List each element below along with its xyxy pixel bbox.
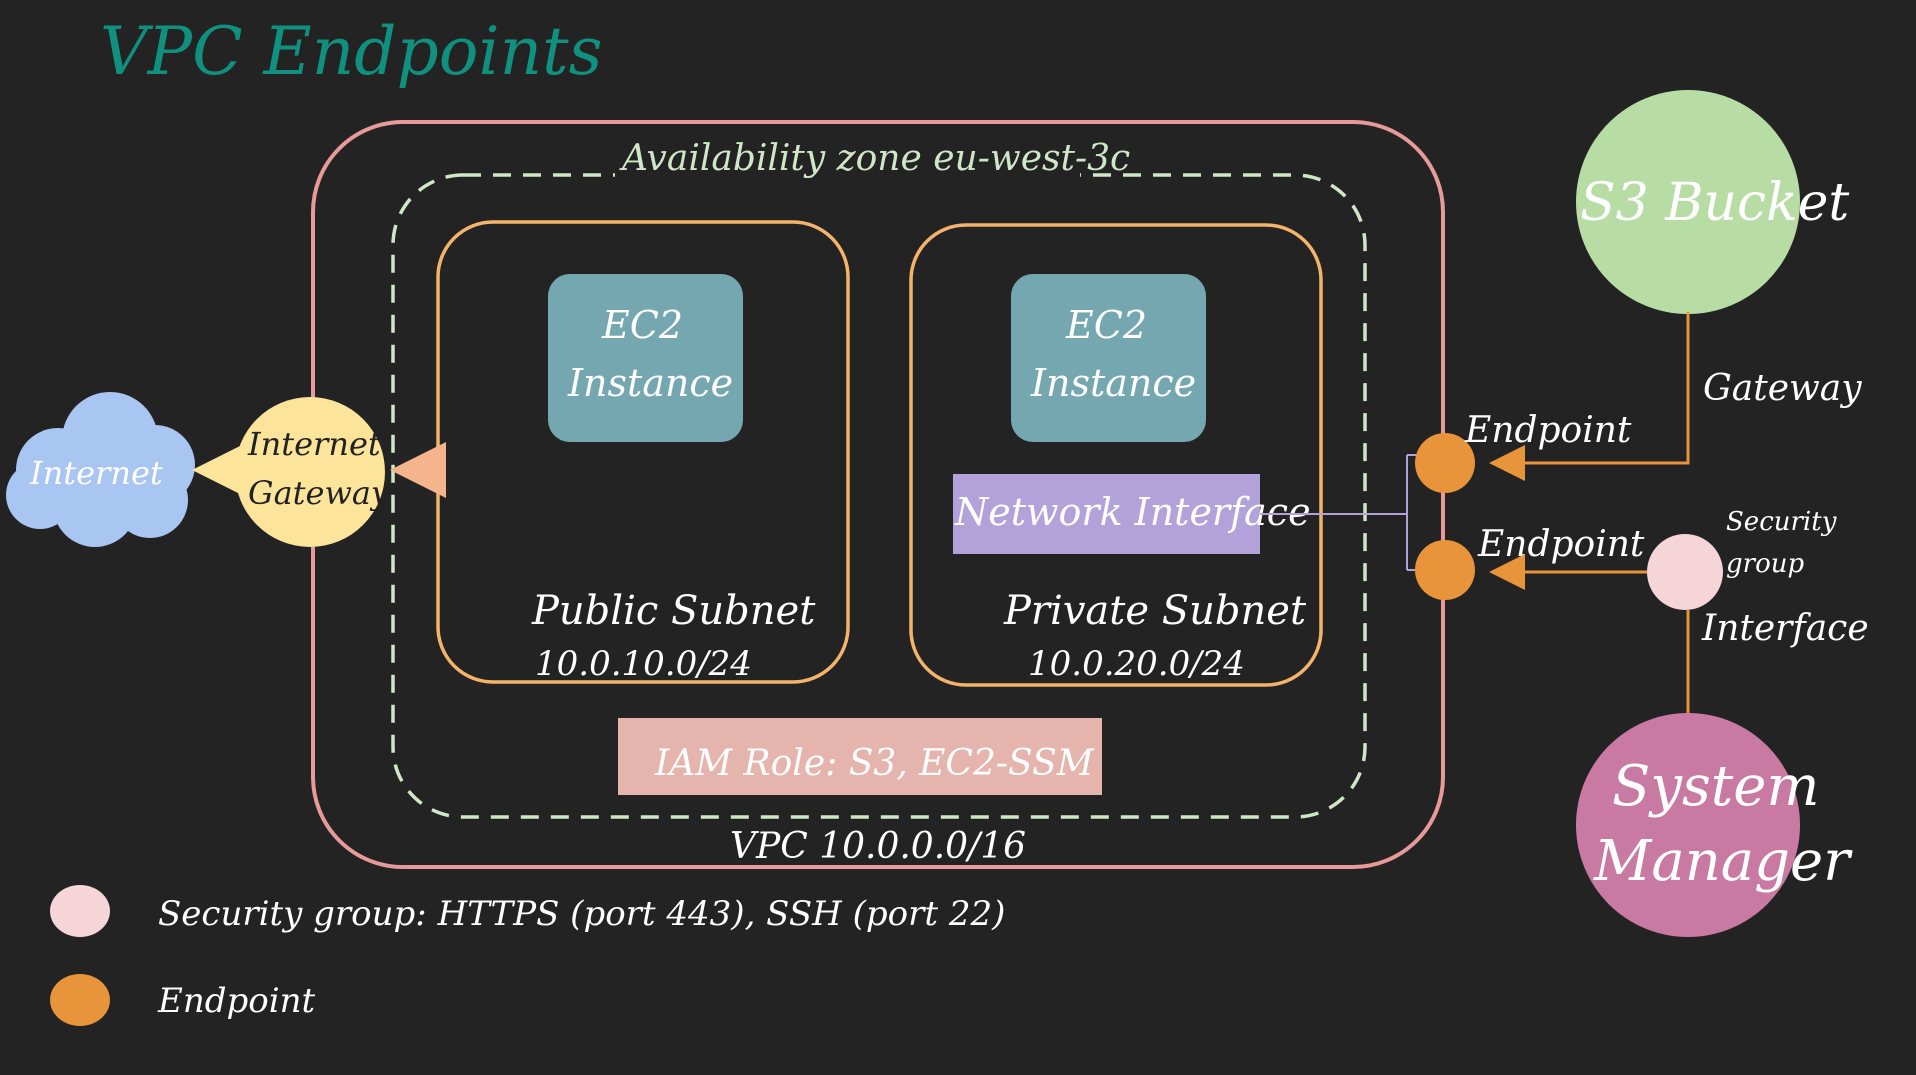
vpc-label: VPC 10.0.0.0/16	[730, 826, 1026, 867]
internet-gateway-label-line2: Gateway	[248, 474, 390, 512]
private-subnet-cidr: 10.0.20.0/24	[1028, 644, 1245, 684]
internet-gateway[interactable]	[235, 397, 385, 547]
legend-endpoint-label: Endpoint	[157, 981, 315, 1021]
system-manager-label-line1: System	[1612, 754, 1819, 819]
gateway-endpoint-label: Endpoint	[1464, 410, 1632, 451]
security-group[interactable]	[1647, 534, 1723, 610]
availability-zone-label-bg	[615, 140, 1080, 190]
security-group-label-line1: Security	[1726, 507, 1837, 537]
page-title: VPC Endpoints	[100, 13, 602, 90]
s3-bucket[interactable]	[1576, 90, 1800, 314]
internet-gateway-label-line1: Internet	[247, 425, 381, 463]
s3-to-gateway-endpoint-line	[1489, 312, 1690, 481]
network-interface[interactable]	[953, 474, 1260, 554]
system-manager-label-line2: Manager	[1593, 829, 1853, 894]
private-ec2-instance[interactable]	[1011, 274, 1206, 442]
private-subnet-box	[909, 223, 1323, 687]
gateway-endpoint[interactable]	[1415, 433, 1475, 493]
internet-label: Internet	[29, 454, 163, 492]
interface-endpoint[interactable]	[1415, 540, 1475, 600]
interface-endpoint-label: Endpoint	[1477, 524, 1645, 565]
network-interface-label: Network Interface	[954, 490, 1311, 534]
legend-endpoint-swatch	[50, 974, 110, 1026]
interface-type-label: Interface	[1701, 608, 1869, 649]
private-ec2-label-line2: Instance	[1030, 361, 1196, 405]
private-ec2-label-line1: EC2	[1065, 303, 1147, 347]
availability-zone-label: Availability zone eu-west-3c	[619, 138, 1130, 179]
legend-security-group-label: Security group: HTTPS (port 443), SSH (p…	[158, 894, 1005, 934]
public-ec2-label-line1: EC2	[601, 303, 683, 347]
system-manager[interactable]	[1576, 713, 1800, 937]
internet-cloud[interactable]	[6, 392, 195, 547]
public-ec2-instance[interactable]	[548, 274, 743, 442]
legend-security-group-swatch	[50, 885, 110, 937]
gateway-type-label: Gateway	[1703, 368, 1862, 409]
public-subnet-name: Public Subnet	[531, 588, 816, 634]
private-subnet-name: Private Subnet	[1003, 588, 1307, 634]
s3-bucket-label: S3 Bucket	[1580, 173, 1849, 233]
iam-role-label: IAM Role: S3, EC2-SSM	[654, 743, 1095, 784]
public-subnet-cidr: 10.0.10.0/24	[535, 644, 752, 684]
public-ec2-label-line2: Instance	[567, 361, 733, 405]
iam-role-box[interactable]	[618, 718, 1102, 795]
security-group-label-line2: group	[1726, 549, 1804, 579]
